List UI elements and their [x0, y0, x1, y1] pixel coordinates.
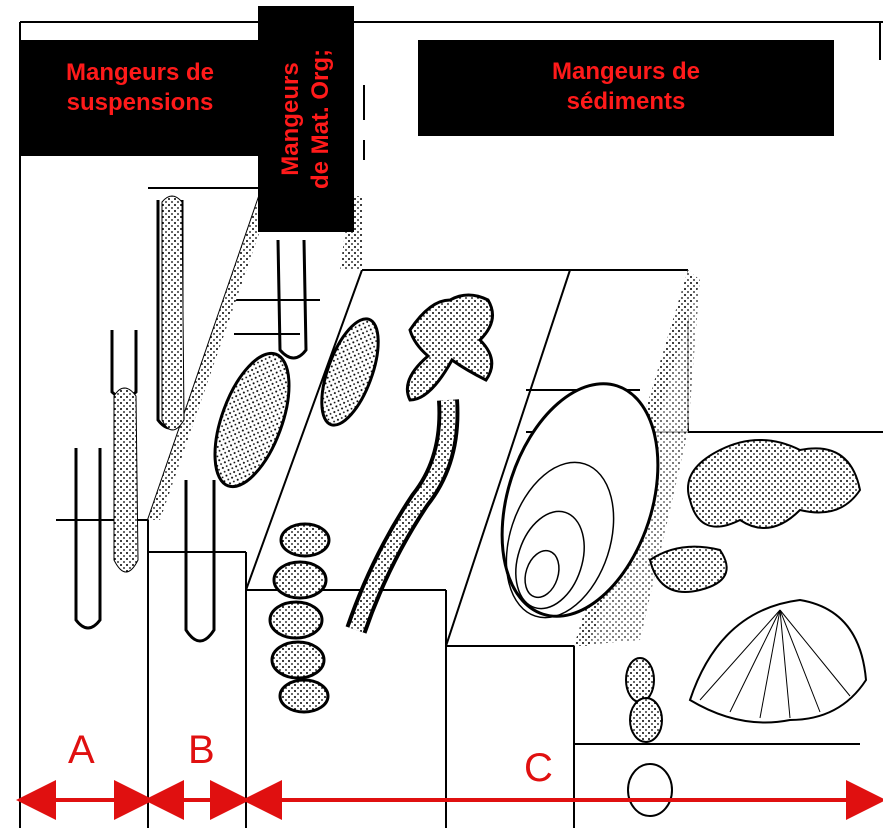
suspension-feeders-label: Mangeurs de suspensions — [20, 40, 260, 156]
organic-matter-feeders-line1: Mangeurs — [276, 6, 306, 232]
star-burrow — [407, 295, 492, 400]
zone-c-label: C — [524, 748, 553, 788]
sediment-feeders-label: Mangeurs de sédiments — [418, 40, 834, 136]
stacked-burrow-c — [626, 658, 672, 816]
shell-zone-b — [200, 312, 390, 496]
sediment-feeders-line1: Mangeurs de — [418, 57, 834, 87]
zone-a-label: A — [68, 730, 95, 770]
organic-matter-feeders-label: Mangeurs de Mat. Org; — [258, 6, 354, 232]
zone-b-label: B — [188, 730, 215, 770]
fan-organism — [690, 600, 866, 723]
sponge-masses — [650, 440, 860, 592]
sediment-feeders-line2: sédiments — [418, 87, 834, 117]
suspension-feeders-line2: suspensions — [20, 88, 260, 118]
spiral-burrow — [270, 524, 329, 712]
organic-matter-feeders-line2: de Mat. Org; — [306, 6, 336, 232]
suspension-feeders-line1: Mangeurs de — [20, 58, 260, 88]
worm-burrow — [356, 400, 448, 630]
